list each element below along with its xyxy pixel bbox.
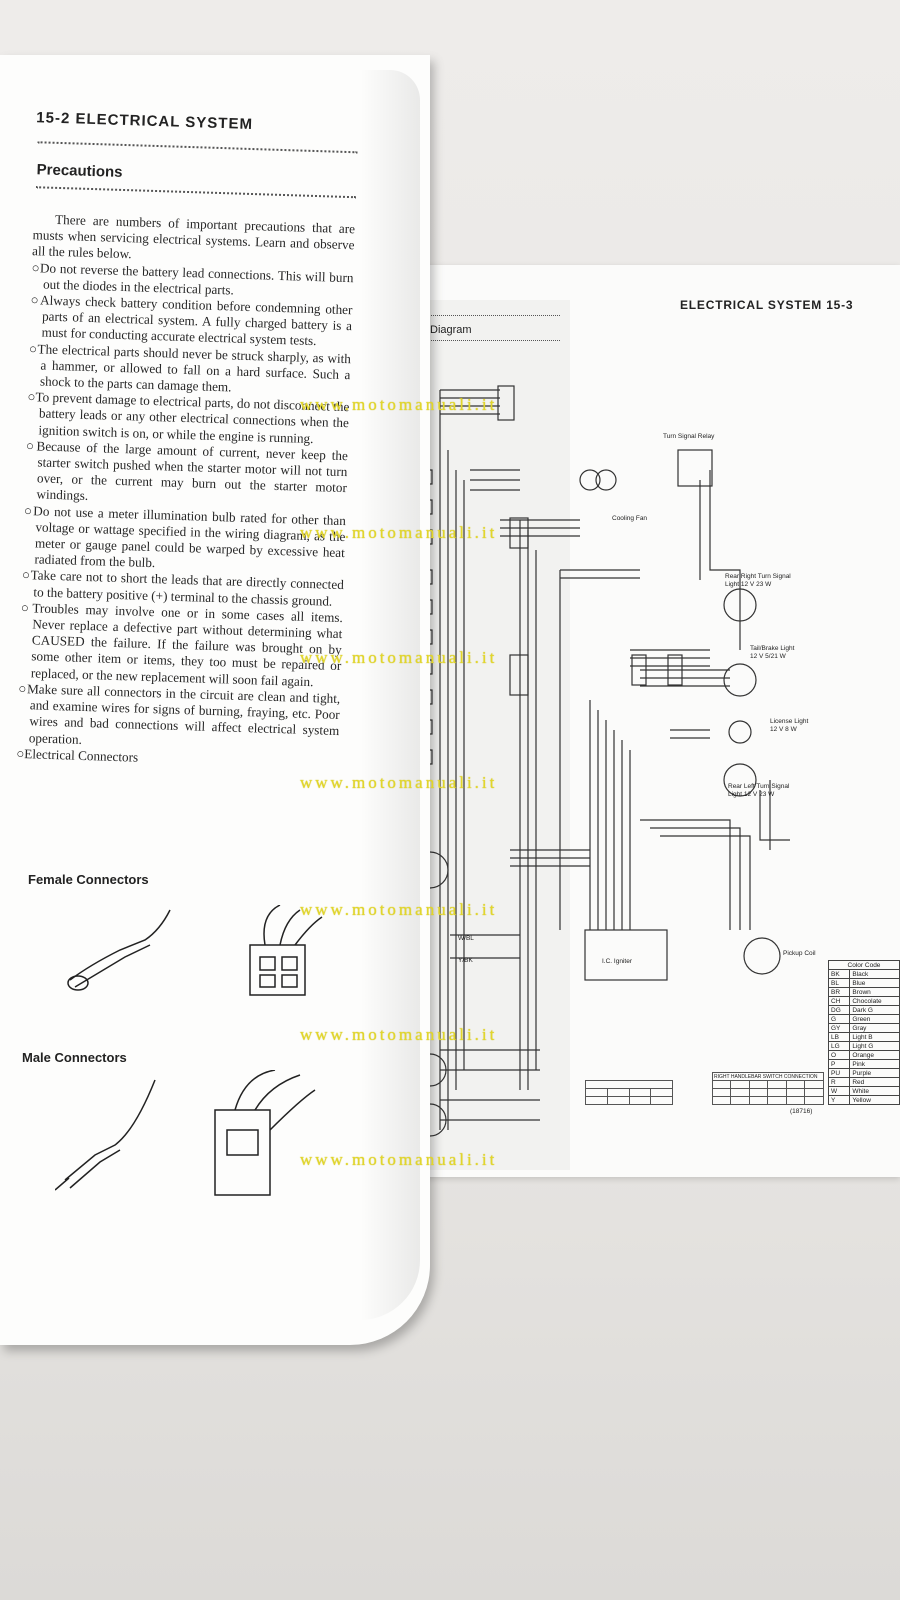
precaution-item: ○Troubles may involve one or in some cas…: [20, 599, 344, 689]
header-divider: [37, 141, 358, 154]
wiring-diagram: [411, 385, 790, 1137]
watermark: www.motomanuali.it: [300, 395, 498, 414]
right-divider: [420, 315, 560, 316]
wire-ybk-label: Y/BK: [458, 957, 473, 964]
watermark: www.motomanuali.it: [300, 523, 498, 542]
color-code-title: Color Code: [828, 960, 900, 970]
ignition-connections-table: [585, 1080, 673, 1105]
ic-igniter-label: I.C. Igniter: [602, 958, 632, 965]
right-divider-2: [420, 340, 560, 341]
precaution-item: ○Because of the large amount of current,…: [25, 437, 349, 504]
precaution-item: ○Make sure all connectors in the circuit…: [18, 680, 341, 747]
male-connectors-figure: [55, 1070, 316, 1196]
section-title: Precautions: [36, 161, 123, 181]
turn-relay-label: Turn Signal Relay: [663, 433, 715, 440]
section-divider: [36, 186, 357, 199]
license-light-label: License Light 12 V 8 W: [770, 718, 809, 733]
watermark: www.motomanuali.it: [300, 900, 498, 919]
diagram-subheader: Diagram: [430, 324, 472, 336]
right-handlebar-switch-table: RIGHT HANDLEBAR SWITCH CONNECTION: [711, 1072, 824, 1105]
rear-left-turn-label: Rear Left Turn Signal Light 12 V 23 W: [728, 783, 790, 798]
female-connectors-figure: [67, 905, 323, 996]
watermark: www.motomanuali.it: [300, 648, 498, 667]
female-connectors-label: Female Connectors: [28, 872, 149, 887]
cooling-fan-label: Cooling Fan: [612, 515, 648, 522]
watermark: www.motomanuali.it: [300, 1025, 498, 1044]
page-header: 15-2 ELECTRICAL SYSTEM: [36, 109, 254, 134]
right-page-header: ELECTRICAL SYSTEM 15-3: [680, 298, 854, 312]
tail-brake-label: Tail/Brake Light 12 V 5/21 W: [750, 645, 795, 660]
page-curl-shadow: [360, 70, 420, 1320]
pickup-coil-label: Pickup Coil: [783, 950, 816, 957]
male-connectors-label: Male Connectors: [22, 1050, 127, 1065]
precautions-text: There are numbers of important precautio…: [16, 211, 355, 772]
rear-right-turn-label: Rear Right Turn Signal Light 12 V 23 W: [725, 573, 791, 588]
precaution-item: ○Do not use a meter illumination bulb ra…: [23, 502, 347, 571]
watermark: www.motomanuali.it: [300, 1150, 498, 1169]
watermark: www.motomanuali.it: [300, 773, 498, 792]
wire-wbl-label: W/BL: [458, 935, 474, 942]
figure-number: (18716): [790, 1108, 813, 1115]
